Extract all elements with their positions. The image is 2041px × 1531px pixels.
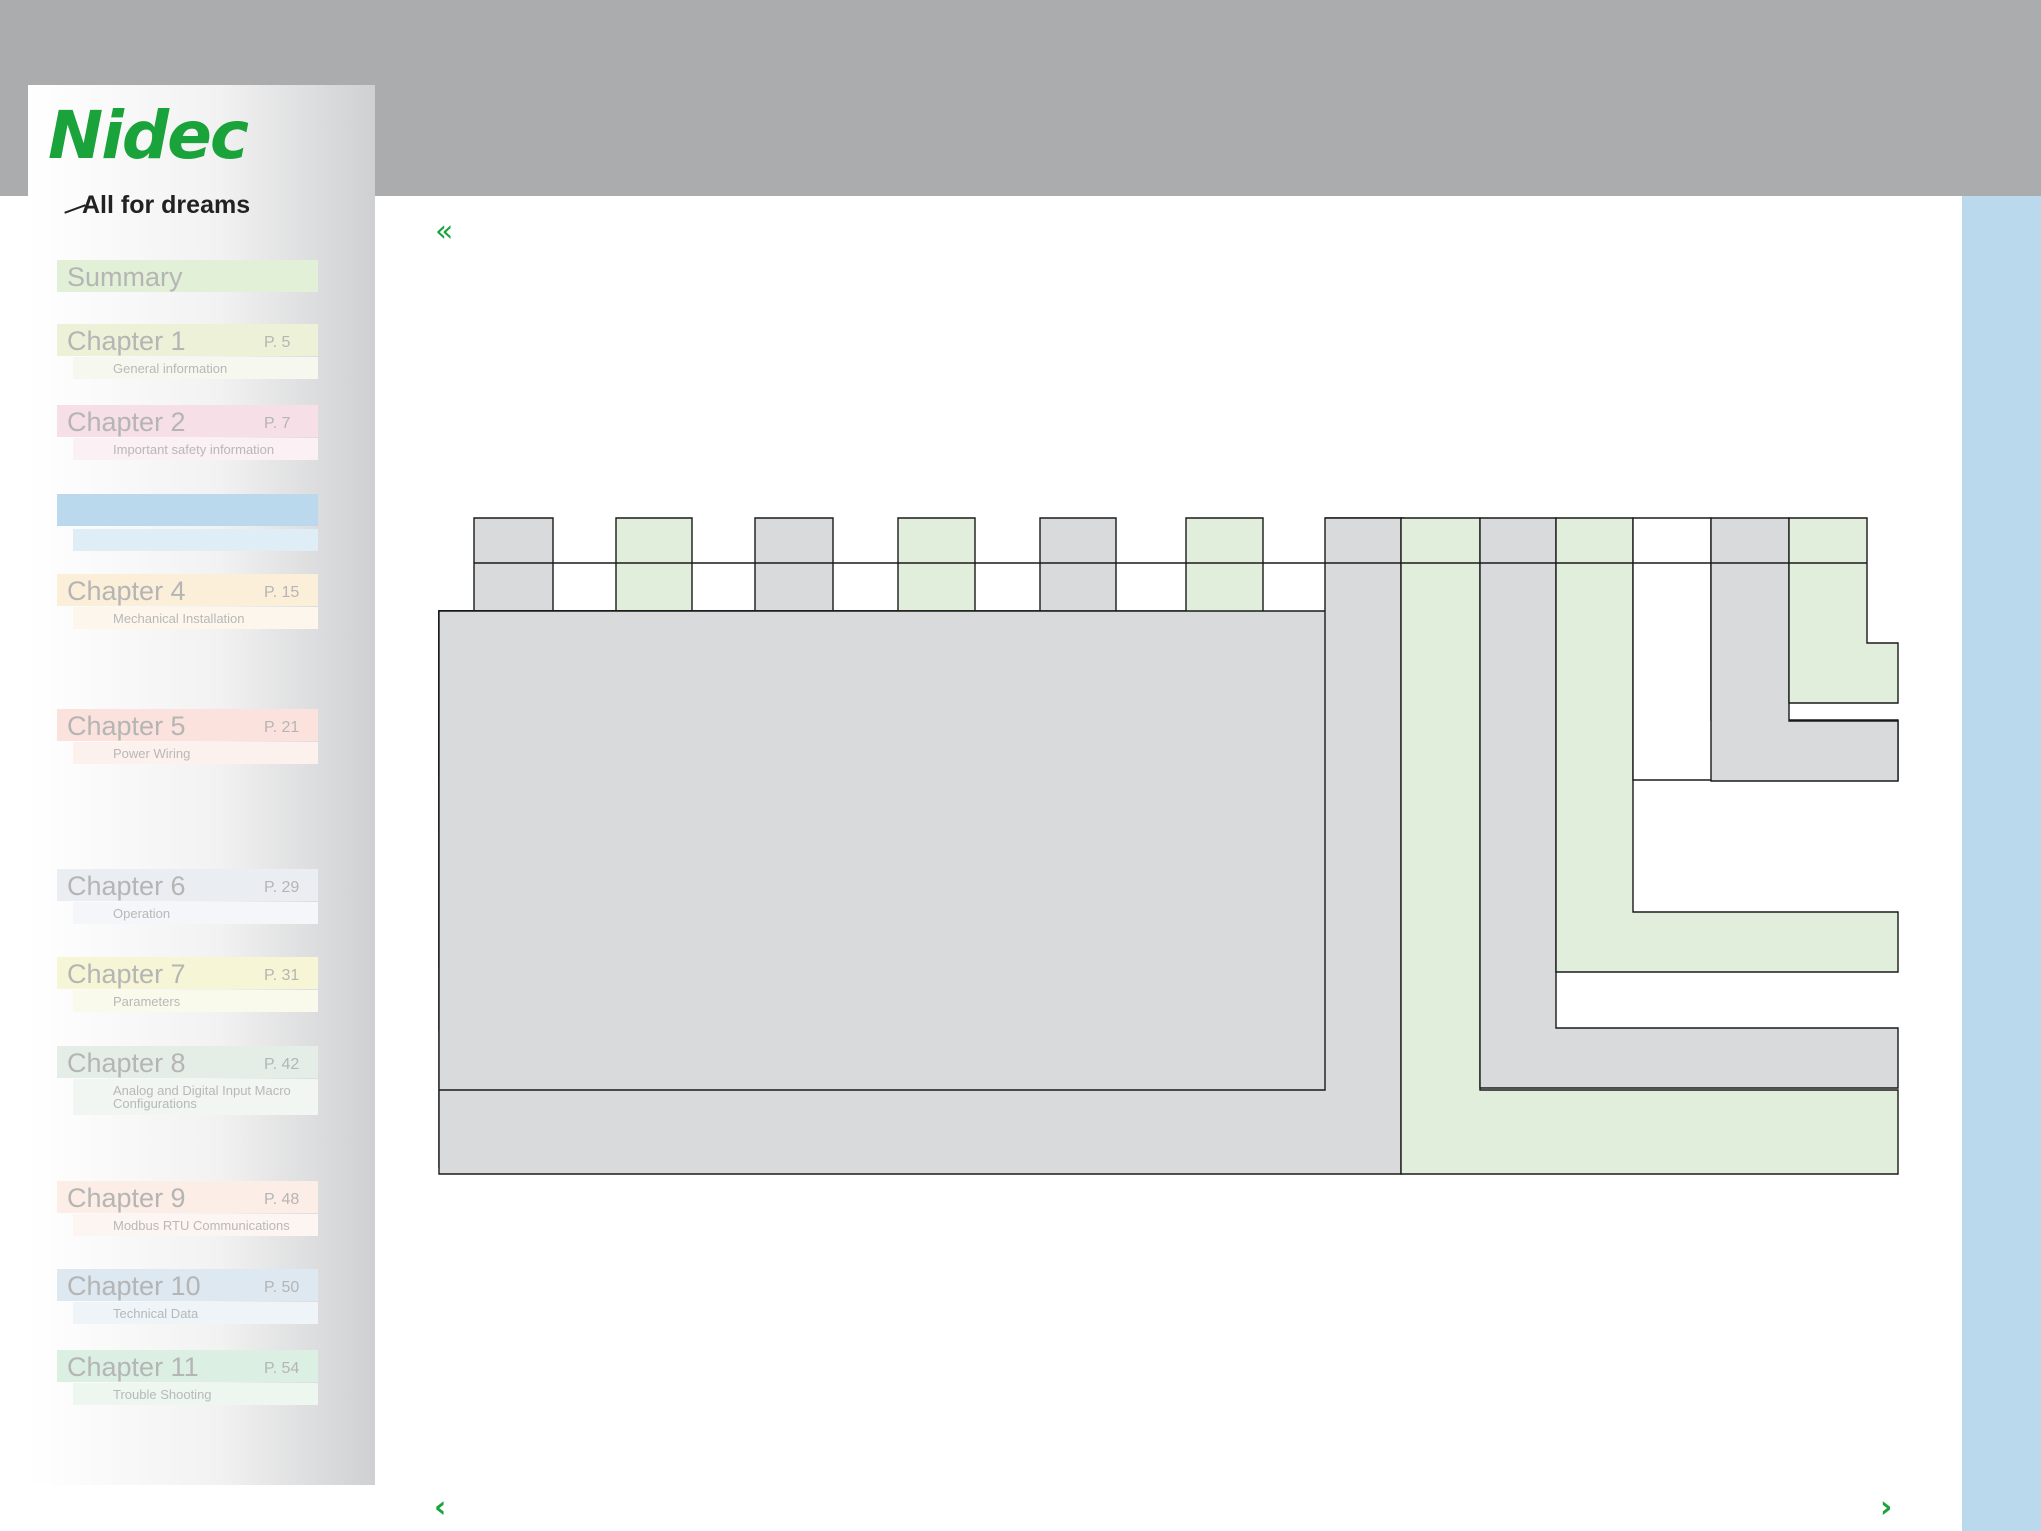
sidebar: Nidec All for dreams Summary Chapter 1 P… [28,85,375,1485]
nav-chapter-7[interactable]: Chapter 7 P. 31 [57,957,318,989]
chapter-title: Chapter 1 [67,326,186,356]
left-bracket-5 [438,517,1117,1031]
chapter-title: Chapter 7 [67,959,186,989]
chapter-page: P. 48 [264,1191,300,1208]
right-bracket-5 [1788,517,1899,704]
chapter-title: Chapter 5 [67,711,186,741]
nav-chapter-10[interactable]: Chapter 10 P. 50 [57,1269,318,1301]
logo-tagline: All for dreams [82,191,251,219]
chevron-right-icon[interactable]: › [1880,1490,1893,1525]
nav-chapter-4[interactable]: Chapter 4 P. 15 [57,574,318,606]
nav-chapter-8-subtitle[interactable]: Analog and Digital Input Macro Configura… [73,1079,318,1115]
left-bracket-2 [438,517,693,777]
chevron-left-icon[interactable]: ‹ [434,1490,447,1525]
nav-summary-label: Summary [67,262,183,292]
chapter-title: Chapter 9 [67,1183,186,1213]
chapter-page: P. 54 [264,1360,300,1377]
nav-chapter-4-subtitle[interactable]: Mechanical Installation [73,607,318,629]
nav-chapter-11-subtitle[interactable]: Trouble Shooting [73,1383,318,1405]
left-bracket-base [438,517,1402,1175]
right-bracket-4 [1710,517,1899,782]
nav-chapter-10-subtitle[interactable]: Technical Data [73,1302,318,1324]
chapter-color-tab [1962,196,2041,1531]
chapter-title: Chapter 10 [67,1271,201,1301]
chapter-title: Chapter 2 [67,407,186,437]
left-bracket-4 [438,517,976,968]
chapter-page: P. 5 [264,334,291,351]
nav-chapter-5[interactable]: Chapter 5 P. 21 [57,709,318,741]
nav-chapter-7-subtitle[interactable]: Parameters [73,990,318,1012]
right-bracket-base [1400,517,1899,1175]
nav-chapter-1-subtitle[interactable]: General information [73,357,318,379]
chapter-page: P. 42 [264,1056,300,1073]
chapter-title: Chapter 6 [67,871,186,901]
chapter-page: P. 29 [264,879,300,896]
nav-chapter-11[interactable]: Chapter 11 P. 54 [57,1350,318,1382]
right-bracket-2 [1555,517,1899,973]
nav-chapter-5-subtitle[interactable]: Power Wiring [73,742,318,764]
nav-chapter-3[interactable] [57,494,318,526]
left-bracket-7 [438,517,1404,1168]
nav-chapter-3-subtitle[interactable] [73,529,318,551]
nav-chapter-6-subtitle[interactable]: Operation [73,902,318,924]
nidec-logo[interactable]: Nidec All for dreams [48,97,288,220]
nav-chapter-6[interactable]: Chapter 6 P. 29 [57,869,318,901]
chapter-page: P. 7 [264,415,291,432]
nav-chapter-2[interactable]: Chapter 2 P. 7 [57,405,318,437]
chapter-title: Chapter 11 [67,1352,199,1382]
right-bracket-1 [1479,517,1899,1089]
chapter-page: P. 15 [264,584,300,601]
left-bracket-6 [438,517,1264,1089]
nav-summary[interactable]: Summary [57,260,318,292]
nav-chapter-1[interactable]: Chapter 1 P. 5 [57,324,318,356]
chapter-page: P. 31 [264,967,300,984]
nav-chapter-9-subtitle[interactable]: Modbus RTU Communications [73,1214,318,1236]
chapter-page: P. 21 [264,719,300,736]
nav-chapter-8[interactable]: Chapter 8 P. 42 [57,1046,318,1078]
logo-wordmark: Nidec [48,97,249,174]
left-bracket-1 [438,517,554,715]
nav-chapter-9[interactable]: Chapter 9 P. 48 [57,1181,318,1213]
nav-chapter-2-subtitle[interactable]: Important safety information [73,438,318,460]
chapter-title: Chapter 4 [67,576,186,606]
chapter-page: P. 50 [264,1279,300,1296]
right-bracket-3 [1632,517,1899,781]
double-chevron-left-icon[interactable]: « [435,214,454,249]
left-bracket-3 [438,517,834,834]
chapter-title: Chapter 8 [67,1048,186,1078]
